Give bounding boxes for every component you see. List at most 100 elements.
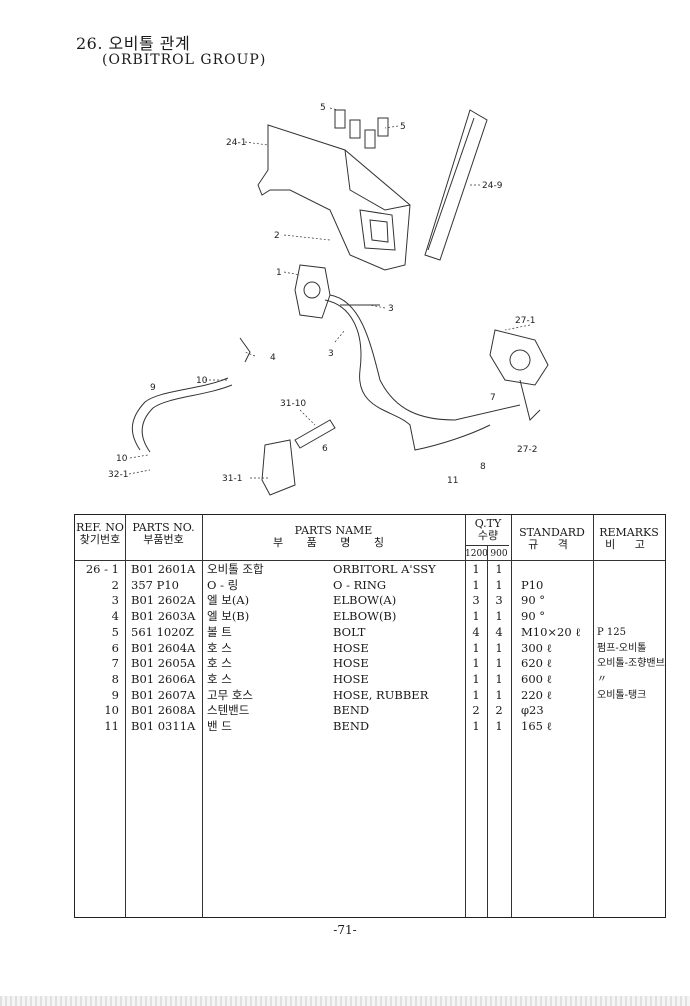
- table-cell-ko: 오비톨 조합: [207, 562, 264, 576]
- table-cell-q2: 1: [495, 671, 503, 686]
- table-cell-part: 357 P10: [131, 577, 179, 592]
- table-cell-ko: 엘 보(B): [207, 609, 250, 624]
- table-cell-ko: 엘 보(A): [207, 593, 250, 608]
- callout-label: 9: [150, 383, 156, 393]
- table-cell-q2: 1: [495, 719, 503, 733]
- table-cell-ref: 26 - 1: [85, 562, 119, 576]
- table-cell-std: 90 °: [521, 593, 546, 608]
- header-qty-900: 900: [490, 549, 508, 559]
- page-title: 26. 오비톨 관계: [76, 34, 191, 53]
- table-cell-std: 165 ℓ: [521, 719, 553, 733]
- table-cell-ref: 2: [111, 577, 119, 592]
- callout-label: 11: [447, 476, 458, 486]
- page-number: -71-: [333, 923, 357, 937]
- callout-label: 27-1: [515, 316, 535, 326]
- table-cell-rem: 오비톨-조향밴브: [597, 658, 665, 670]
- table-cell-ko: 호 스: [207, 671, 232, 686]
- table-cell-ko: 호 스: [207, 656, 232, 671]
- table-cell-en: ELBOW(B): [333, 609, 397, 624]
- table-cell-part: B01 2608A: [131, 703, 196, 718]
- callout-label: 5: [320, 103, 326, 113]
- callout-label: 31-10: [280, 399, 306, 409]
- table-cell-en: O - RING: [333, 577, 387, 592]
- table-cell-ref: 7: [111, 656, 119, 671]
- table-cell-std: 620 ℓ: [521, 656, 553, 671]
- header-qty-1200: 1200: [465, 549, 488, 559]
- table-cell-en: HOSE: [333, 640, 369, 655]
- callout-label: 4: [270, 353, 276, 363]
- table-cell-std: P10: [521, 577, 544, 592]
- table-cell-part: B01 2601A: [131, 562, 196, 576]
- table-cell-q1: 1: [472, 687, 480, 702]
- callout-label: 5: [400, 122, 406, 132]
- table-cell-ref: 9: [111, 687, 119, 702]
- table-cell-q2: 2: [495, 703, 503, 718]
- table-cell-q2: 3: [495, 593, 503, 608]
- table-cell-q2: 1: [495, 562, 503, 576]
- table-cell-std: φ23: [521, 703, 544, 718]
- table-cell-q2: 1: [495, 577, 503, 592]
- table-cell-en: BOLT: [333, 624, 366, 639]
- table-cell-q2: 1: [495, 609, 503, 624]
- table-cell-en: BEND: [333, 703, 370, 718]
- callout-label: 10: [196, 376, 208, 386]
- table-cell-ref: 3: [111, 593, 119, 608]
- table-cell-ko: 볼 트: [207, 624, 232, 639]
- callout-label: 32-1: [108, 470, 128, 480]
- table-cell-q1: 1: [472, 640, 480, 655]
- table-cell-en: HOSE: [333, 656, 369, 671]
- callout-label: 1: [276, 268, 282, 278]
- callout-label: 8: [480, 462, 486, 472]
- table-cell-q1: 4: [472, 624, 480, 639]
- header-parts-no: PARTS NO.부품번호: [132, 521, 195, 546]
- page-subtitle: (ORBITROL GROUP): [102, 52, 267, 68]
- callout-label: 7: [490, 393, 496, 403]
- table-cell-q2: 1: [495, 687, 503, 702]
- table-cell-part: B01 2604A: [131, 640, 196, 655]
- table-cell-ko: 호 스: [207, 640, 232, 655]
- table-cell-q2: 1: [495, 656, 503, 671]
- table-cell-ref: 5: [111, 624, 119, 639]
- table-cell-q1: 1: [472, 609, 480, 624]
- table-cell-q1: 2: [472, 703, 480, 718]
- scan-edge: [0, 996, 690, 1006]
- table-cell-std: M10×20 ℓ: [521, 624, 581, 639]
- callout-label: 3: [328, 349, 334, 359]
- table-cell-part: B01 2606A: [131, 671, 196, 686]
- table-cell-ref: 4: [111, 609, 119, 624]
- callout-label: 27-2: [517, 445, 537, 455]
- table-cell-q1: 3: [472, 593, 480, 608]
- table-cell-ko: 스텐밴드: [207, 703, 250, 718]
- table-cell-ref: 6: [111, 640, 119, 655]
- callout-label: 10: [116, 454, 128, 464]
- table-cell-part: B01 2605A: [131, 656, 196, 671]
- table-cell-q2: 4: [495, 624, 503, 639]
- table-cell-ref: 11: [104, 719, 119, 733]
- callout-label: 6: [322, 444, 328, 454]
- table-cell-std: 300 ℓ: [521, 640, 553, 655]
- table-cell-rem: 펌프-오비톨: [597, 642, 647, 654]
- table-cell-part: B01 2602A: [131, 593, 196, 608]
- table-cell-en: ELBOW(A): [333, 593, 397, 608]
- table-cell-part: 561 1020Z: [131, 624, 194, 639]
- table-cell-ko: 밴 드: [207, 719, 232, 733]
- table-cell-en: HOSE, RUBBER: [333, 687, 429, 702]
- callout-label: 2: [274, 231, 280, 241]
- table-cell-q1: 1: [472, 577, 480, 592]
- callout-label: 24-1: [226, 138, 246, 148]
- table-cell-rem: P 125: [597, 626, 626, 638]
- table-cell-ko: 고무 호스: [207, 687, 253, 702]
- callout-labels: 5 5 24-1 24-9 2 1 3 3 27-1 4 9 10 31-10 …: [108, 103, 537, 486]
- table-cell-part: B01 0311A: [131, 719, 196, 733]
- table-cell-q2: 1: [495, 640, 503, 655]
- table-cell-std: 90 °: [521, 609, 546, 624]
- callout-label: 31-1: [222, 474, 242, 484]
- table-cell-part: B01 2603A: [131, 609, 196, 624]
- table-cell-ko: O - 링: [207, 577, 239, 592]
